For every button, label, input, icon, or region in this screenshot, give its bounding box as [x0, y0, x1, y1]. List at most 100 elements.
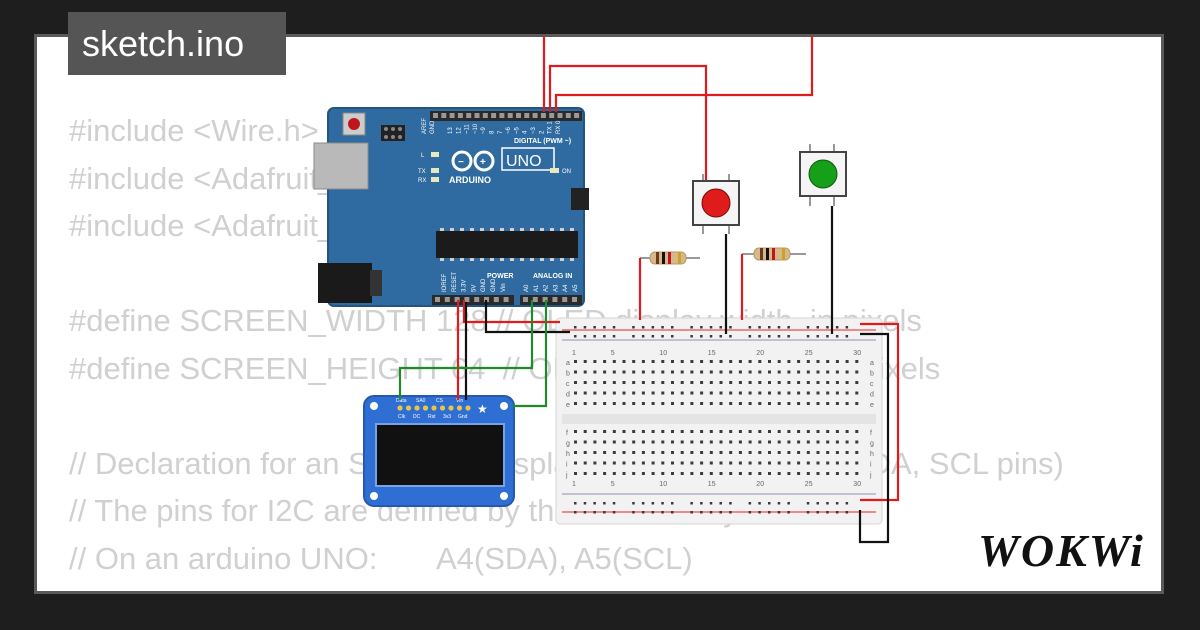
- oled-pin-label: CS: [436, 398, 444, 404]
- code-line: // On an arduino MEGA 2560: 20(SDA), 21(…: [69, 588, 736, 591]
- led-l-label: L: [421, 153, 425, 159]
- power-pin-label: 5V: [471, 285, 477, 292]
- breadboard-row-letter: h: [870, 451, 874, 458]
- digital-pin-label: ~3: [531, 126, 537, 134]
- breadboard-row-letter: i: [566, 462, 568, 469]
- power-jack: [318, 263, 372, 303]
- analog-in-label: ANALOG IN: [533, 273, 572, 280]
- aref-label: AREF: [422, 118, 428, 134]
- oled-pin-label: Clk: [398, 414, 406, 420]
- breadboard-column-number: 30: [853, 481, 861, 488]
- power-label: POWER: [487, 273, 513, 280]
- svg-text:+: +: [480, 157, 486, 168]
- power-pin-label: Vin: [501, 283, 507, 292]
- svg-text:−: −: [458, 157, 464, 168]
- wire-red-pin-to-button: [548, 64, 708, 180]
- digital-pin-label: 12: [456, 127, 462, 134]
- breadboard-column-number: 10: [659, 481, 667, 488]
- breadboard-row-letter: b: [566, 371, 570, 378]
- wokwi-logo: WOKWi: [978, 525, 1145, 576]
- arduino-model: UNO: [506, 153, 542, 170]
- oled-pin-label: Data: [396, 398, 407, 404]
- wires: [398, 36, 900, 544]
- star-icon: ★: [477, 402, 488, 416]
- breadboard-row-letter: e: [870, 402, 874, 409]
- breadboard-column-number: 25: [805, 481, 813, 488]
- push-button-green[interactable]: [799, 144, 847, 206]
- breadboard-row-letter: j: [869, 472, 872, 479]
- analog-pin-label: A0: [524, 284, 530, 292]
- arduino-logo-icon: [451, 150, 495, 172]
- breadboard-row-letter: h: [566, 451, 570, 458]
- digital-pin-label: ~11: [465, 124, 471, 134]
- wire-red-rail: [860, 322, 900, 502]
- breadboard-column-number: 1: [572, 481, 576, 488]
- oled-pin-label: SA0: [416, 398, 426, 404]
- wire-red-top-2: [554, 36, 814, 112]
- oled-pin-label: Vin: [456, 398, 463, 404]
- wire-red-5v: [462, 300, 560, 324]
- breadboard-row-letter: c: [870, 381, 874, 388]
- wire-black-gnd: [484, 300, 570, 334]
- breadboard-column-number: 5: [611, 350, 615, 357]
- oled-pin-label: DC: [413, 414, 421, 420]
- digital-pwm-label: DIGITAL (PWM ~): [514, 138, 571, 145]
- digital-pin-label: ~9: [481, 126, 487, 134]
- digital-header: [430, 111, 582, 121]
- usb-port: [313, 142, 369, 190]
- oled-pin-label: 3v3: [443, 414, 451, 420]
- analog-pin-label: A4: [563, 284, 569, 292]
- digital-pin-label: 13: [448, 127, 454, 134]
- breadboard-row-letter: j: [565, 472, 568, 479]
- breadboard-row-letter: d: [566, 392, 570, 399]
- oled-pin-label: Gnd: [458, 414, 468, 420]
- breadboard-column-number: 5: [611, 481, 615, 488]
- digital-pin-label: 8: [490, 130, 496, 134]
- power-pin-label: IOREF: [442, 273, 448, 292]
- digital-pin-label: 2: [539, 130, 545, 134]
- oled-screen: [375, 423, 505, 487]
- breadboard-row-letter: g: [870, 441, 874, 448]
- analog-pin-label: A5: [573, 284, 579, 292]
- resistor-1[interactable]: [640, 251, 700, 265]
- breadboard-column-number: 20: [756, 350, 764, 357]
- code-line: // On an arduino UNO: A4(SDA), A5(SCL): [69, 540, 693, 576]
- digital-pin-label: ~10: [473, 123, 479, 134]
- breadboard-row-letter: f: [870, 430, 872, 437]
- resistor-2[interactable]: [742, 247, 806, 261]
- power-pin-label: 3.3V: [462, 280, 468, 292]
- analog-pin-label: A1: [534, 284, 540, 292]
- digital-pin-label: RX 0: [556, 120, 562, 134]
- arduino-brand: ARDUINO: [449, 175, 491, 185]
- breadboard-row-letter: f: [566, 430, 568, 437]
- breadboard-row-letter: a: [566, 360, 570, 367]
- code-line: #include <Wire.h>: [69, 113, 319, 148]
- digital-pin-label: ~5: [514, 126, 520, 134]
- breadboard-column-number: 20: [756, 481, 764, 488]
- oled-display[interactable]: Data SA0 CS Vin Clk DC Rst 3v3 Gnd ★: [363, 395, 515, 507]
- breadboard-row-letter: g: [566, 441, 570, 448]
- power-pin-label: RESET: [452, 272, 458, 292]
- breadboard-row-letter: d: [870, 392, 874, 399]
- digital-pin-label: 7: [498, 130, 504, 134]
- breadboard-column-number: 15: [708, 481, 716, 488]
- led-tx-label: TX: [418, 169, 426, 175]
- atmega-chip: [436, 231, 578, 258]
- sketch-filename-badge[interactable]: sketch.ino: [68, 12, 286, 75]
- gnd-label: GND: [430, 120, 436, 134]
- breadboard-column-number: 30: [853, 350, 861, 357]
- digital-pin-label: TX 1: [548, 121, 554, 134]
- analog-header: [520, 295, 582, 305]
- breadboard-row-letter: e: [566, 402, 570, 409]
- analog-pin-label: A3: [553, 284, 559, 292]
- oled-pin-label: Rst: [428, 414, 436, 420]
- power-pin-label: GND: [481, 278, 487, 292]
- wire-green-sda: [398, 300, 534, 400]
- power-header: [432, 295, 514, 305]
- push-button-red[interactable]: [692, 174, 740, 234]
- analog-pin-label: A2: [544, 284, 550, 292]
- wire-green-scl: [512, 300, 548, 408]
